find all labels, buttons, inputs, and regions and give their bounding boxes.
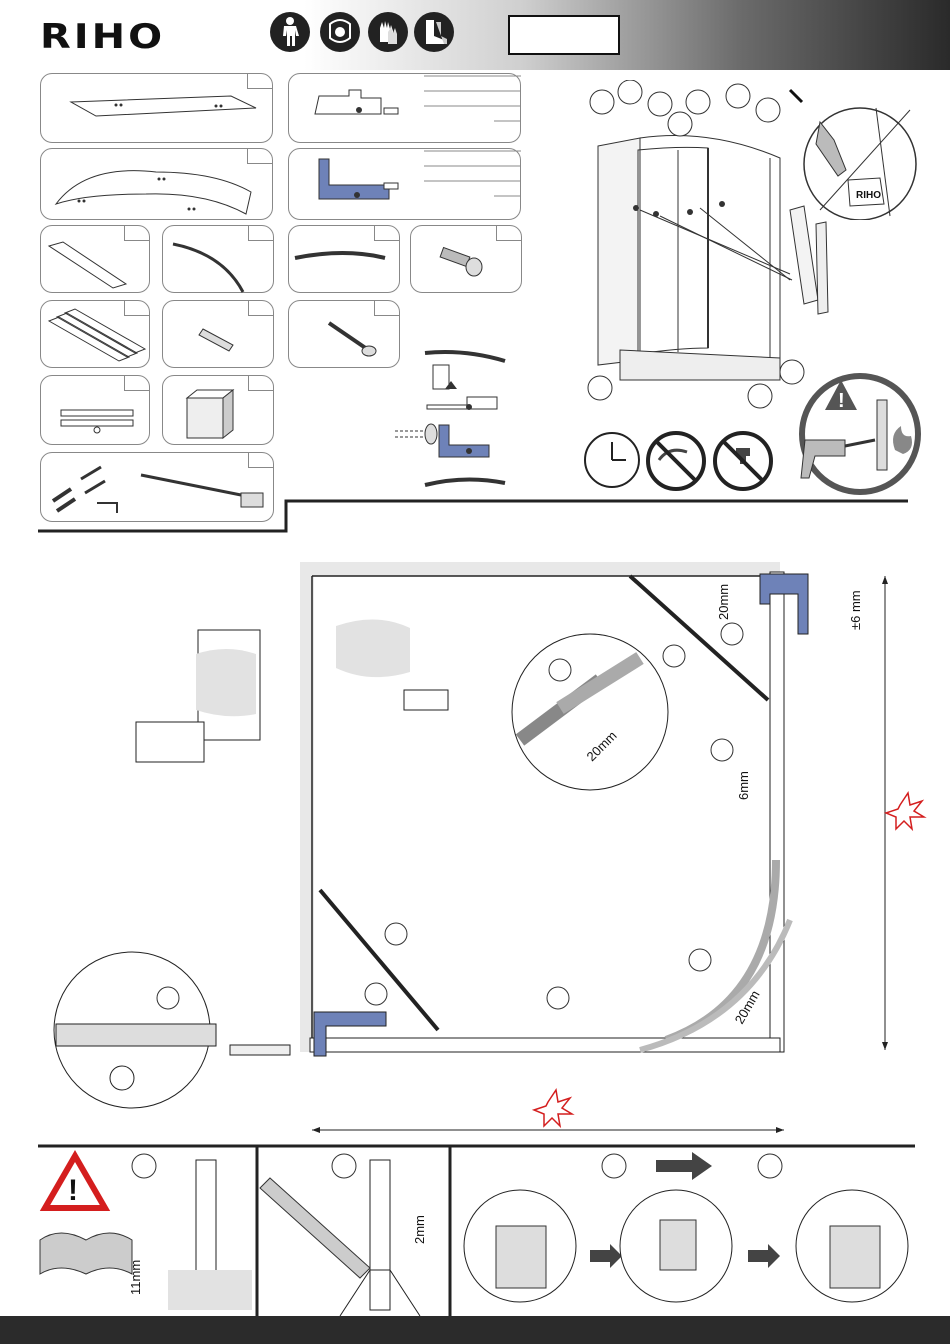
no-drilling-pipes-icon: ! <box>795 370 925 495</box>
clip-detail-circle: RIHO <box>780 80 920 220</box>
part-card-bottom-seal <box>288 225 400 293</box>
floor-plan-diagram: 20mm ±6 mm 20mm 6mm 20mm <box>0 530 950 1140</box>
dim-2mm: 2mm <box>412 1215 427 1244</box>
dim-11mm: 11mm <box>128 1260 143 1295</box>
dim-plus-minus-6mm: ±6 mm <box>848 590 863 630</box>
footer-bar <box>0 1316 950 1344</box>
clock-icon <box>582 430 642 490</box>
dim-20mm-top: 20mm <box>716 584 731 620</box>
svg-text:!: ! <box>68 1174 78 1207</box>
svg-text:!: ! <box>838 390 845 412</box>
coverall-icon <box>270 12 310 52</box>
gloves-icon <box>368 12 408 52</box>
section-divider <box>38 495 918 535</box>
brand-logo: RIHO <box>40 17 165 56</box>
part-card-curved-glass <box>40 148 273 220</box>
model-name-box <box>508 15 620 55</box>
face-shield-icon <box>320 12 360 52</box>
no-tap-water-icon <box>712 430 774 492</box>
part-card-bolt <box>410 225 522 293</box>
header-bar: RIHO <box>0 0 950 70</box>
part-card-straight-profile <box>40 225 150 293</box>
bottom-instructions: ! 11mm 2mm <box>0 1140 950 1316</box>
clip-logo: RIHO <box>856 190 881 201</box>
part-card-wall-plug <box>162 300 274 368</box>
no-shower-icon <box>645 430 707 492</box>
safety-boots-icon <box>414 12 454 52</box>
profile-assembly-diagram <box>385 345 515 495</box>
part-card-hinge-strip <box>40 375 150 445</box>
part-card-curved-seal <box>162 225 274 293</box>
part-card-clip-block <box>162 375 274 445</box>
part-card-top-profile <box>288 73 521 143</box>
part-card-top-glass <box>40 73 273 143</box>
part-card-profile-set <box>40 300 150 368</box>
part-card-screw <box>288 300 400 368</box>
dim-6mm: 6mm <box>736 771 751 800</box>
part-card-wall-profile-blue <box>288 148 521 220</box>
